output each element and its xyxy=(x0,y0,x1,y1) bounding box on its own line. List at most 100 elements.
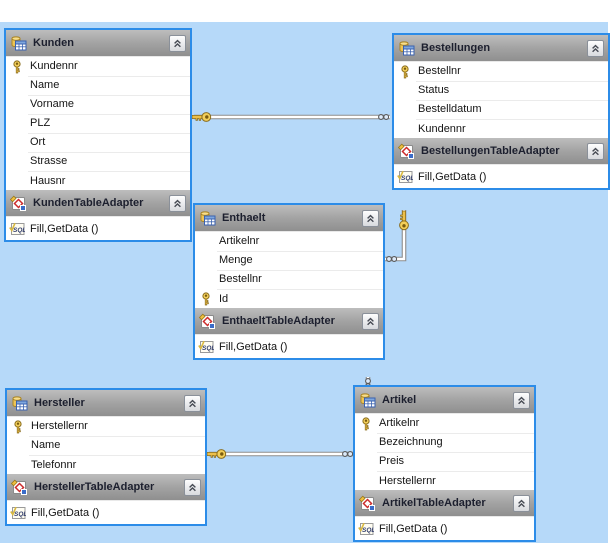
adapter-header-kunden[interactable]: KundenTableAdapter xyxy=(6,190,190,217)
column-row-name[interactable]: Name xyxy=(6,76,190,96)
chevron-up-icon xyxy=(517,499,526,507)
column-name: Bezeichnung xyxy=(377,433,534,453)
table-header-kunden[interactable]: Kunden xyxy=(6,30,190,57)
collapse-button[interactable] xyxy=(513,494,530,512)
sql-query-icon xyxy=(10,505,26,519)
table-header-enthaelt[interactable]: Enthaelt xyxy=(195,205,383,232)
adapter-method-row[interactable]: Fill,GetData () xyxy=(7,501,205,524)
adapter-method-row[interactable]: Fill,GetData () xyxy=(195,335,383,358)
table-adapter-icon xyxy=(10,195,27,211)
column-name: Id xyxy=(219,292,229,305)
column-row-artikelnr[interactable]: Artikelnr xyxy=(355,414,534,434)
chevron-up-icon xyxy=(173,199,182,208)
collapse-button[interactable] xyxy=(169,194,186,212)
column-row-bezeichnung[interactable]: Bezeichnung xyxy=(355,433,534,453)
adapter-title: BestellungenTableAdapter xyxy=(421,145,560,157)
adapter-methods: Fill,GetData () xyxy=(30,222,99,235)
chevron-up-icon xyxy=(517,396,526,404)
column-name: Bestellnr xyxy=(416,62,608,82)
column-name: Artikelnr xyxy=(217,232,383,252)
sql-query-icon xyxy=(9,221,25,235)
table-adapter-icon xyxy=(398,143,415,159)
collapse-button[interactable] xyxy=(362,209,379,227)
table-artikel[interactable]: Artikel Artikelnr Bezeichnung Preis xyxy=(353,385,536,542)
adapter-method-row[interactable]: Fill,GetData () xyxy=(355,517,534,540)
chevron-up-icon xyxy=(173,39,182,47)
chevron-up-icon xyxy=(188,483,197,491)
collapse-button[interactable] xyxy=(587,39,604,57)
table-bestellungen[interactable]: Bestellungen Bestellnr Status Bestelldat… xyxy=(392,33,610,190)
column-row-hausnr[interactable]: Hausnr xyxy=(6,171,190,190)
column-row-bestellnr[interactable]: Bestellnr xyxy=(394,62,608,82)
chevron-up-icon xyxy=(366,214,375,223)
primary-key-icon xyxy=(362,416,370,430)
adapter-header-enthaelt[interactable]: EnthaeltTableAdapter xyxy=(195,308,383,335)
column-name: Strasse xyxy=(28,152,190,172)
adapter-methods: Fill,GetData () xyxy=(418,170,487,183)
datatable-icon xyxy=(12,396,28,411)
sql-query-icon xyxy=(358,521,374,535)
adapter-methods: Fill,GetData () xyxy=(379,522,448,535)
table-header-bestellungen[interactable]: Bestellungen xyxy=(394,35,608,62)
design-surface[interactable]: Kunden Kundennr Name Vorname xyxy=(0,22,610,543)
column-row-kundennr[interactable]: Kundennr xyxy=(394,119,608,138)
table-kunden[interactable]: Kunden Kundennr Name Vorname xyxy=(4,28,192,242)
column-name: Name xyxy=(29,436,205,456)
column-name: Artikelnr xyxy=(377,414,534,434)
column-row-id[interactable]: Id xyxy=(195,289,383,308)
collapse-button[interactable] xyxy=(169,34,186,52)
column-name: Bestellnr xyxy=(217,270,383,290)
relation-bestellungen-enthaelt[interactable] xyxy=(381,208,415,266)
collapse-button[interactable] xyxy=(184,478,201,496)
collapse-button[interactable] xyxy=(362,312,379,330)
column-row-menge[interactable]: Menge xyxy=(195,251,383,271)
column-row-artikelnr[interactable]: Artikelnr xyxy=(195,232,383,252)
relation-kunden-bestellungen[interactable] xyxy=(190,108,394,126)
table-enthaelt[interactable]: Enthaelt Artikelnr Menge Bestellnr xyxy=(193,203,385,360)
column-row-preis[interactable]: Preis xyxy=(355,452,534,472)
column-row-vorname[interactable]: Vorname xyxy=(6,95,190,115)
collapse-button[interactable] xyxy=(184,394,201,412)
column-name: Kundennr xyxy=(28,57,190,77)
collapse-button[interactable] xyxy=(587,142,604,160)
column-row-ort[interactable]: Ort xyxy=(6,133,190,153)
column-row-herstellernr[interactable]: Herstellernr xyxy=(7,417,205,437)
column-row-plz[interactable]: PLZ xyxy=(6,114,190,134)
adapter-title: EnthaeltTableAdapter xyxy=(222,315,335,327)
column-row-name[interactable]: Name xyxy=(7,436,205,456)
column-row-bestelldatum[interactable]: Bestelldatum xyxy=(394,100,608,120)
collapse-button[interactable] xyxy=(513,391,530,409)
column-name: Ort xyxy=(28,133,190,153)
column-name: Name xyxy=(28,76,190,96)
primary-key-icon xyxy=(13,59,21,73)
relation-hersteller-artikel[interactable] xyxy=(205,445,357,463)
table-title: Enthaelt xyxy=(222,212,266,224)
column-row-telefonnr[interactable]: Telefonnr xyxy=(7,455,205,474)
adapter-method-row[interactable]: Fill,GetData () xyxy=(394,165,608,188)
column-row-bestellnr[interactable]: Bestellnr xyxy=(195,270,383,290)
adapter-header-artikel[interactable]: ArtikelTableAdapter xyxy=(355,490,534,517)
adapter-header-hersteller[interactable]: HerstellerTableAdapter xyxy=(7,474,205,501)
datatable-icon xyxy=(360,393,376,408)
column-name: Herstellernr xyxy=(29,417,205,437)
adapter-header-bestellungen[interactable]: BestellungenTableAdapter xyxy=(394,138,608,165)
primary-key-icon xyxy=(202,291,210,305)
column-name: Menge xyxy=(217,251,383,271)
table-header-hersteller[interactable]: Hersteller xyxy=(7,390,205,417)
column-name: Telefonnr xyxy=(31,458,77,471)
column-name: Status xyxy=(416,81,608,101)
table-title: Bestellungen xyxy=(421,42,491,54)
table-hersteller[interactable]: Hersteller Herstellernr Name Telefonnr xyxy=(5,388,207,526)
column-row-herstellernr[interactable]: Herstellernr xyxy=(355,471,534,490)
primary-key-icon xyxy=(401,64,409,78)
adapter-methods: Fill,GetData () xyxy=(219,340,288,353)
column-row-status[interactable]: Status xyxy=(394,81,608,101)
column-name: Preis xyxy=(377,452,534,472)
table-title: Artikel xyxy=(382,394,417,406)
adapter-method-row[interactable]: Fill,GetData () xyxy=(6,217,190,240)
column-row-strasse[interactable]: Strasse xyxy=(6,152,190,172)
column-row-kundennr[interactable]: Kundennr xyxy=(6,57,190,77)
table-header-artikel[interactable]: Artikel xyxy=(355,387,534,414)
column-name: Vorname xyxy=(28,95,190,115)
